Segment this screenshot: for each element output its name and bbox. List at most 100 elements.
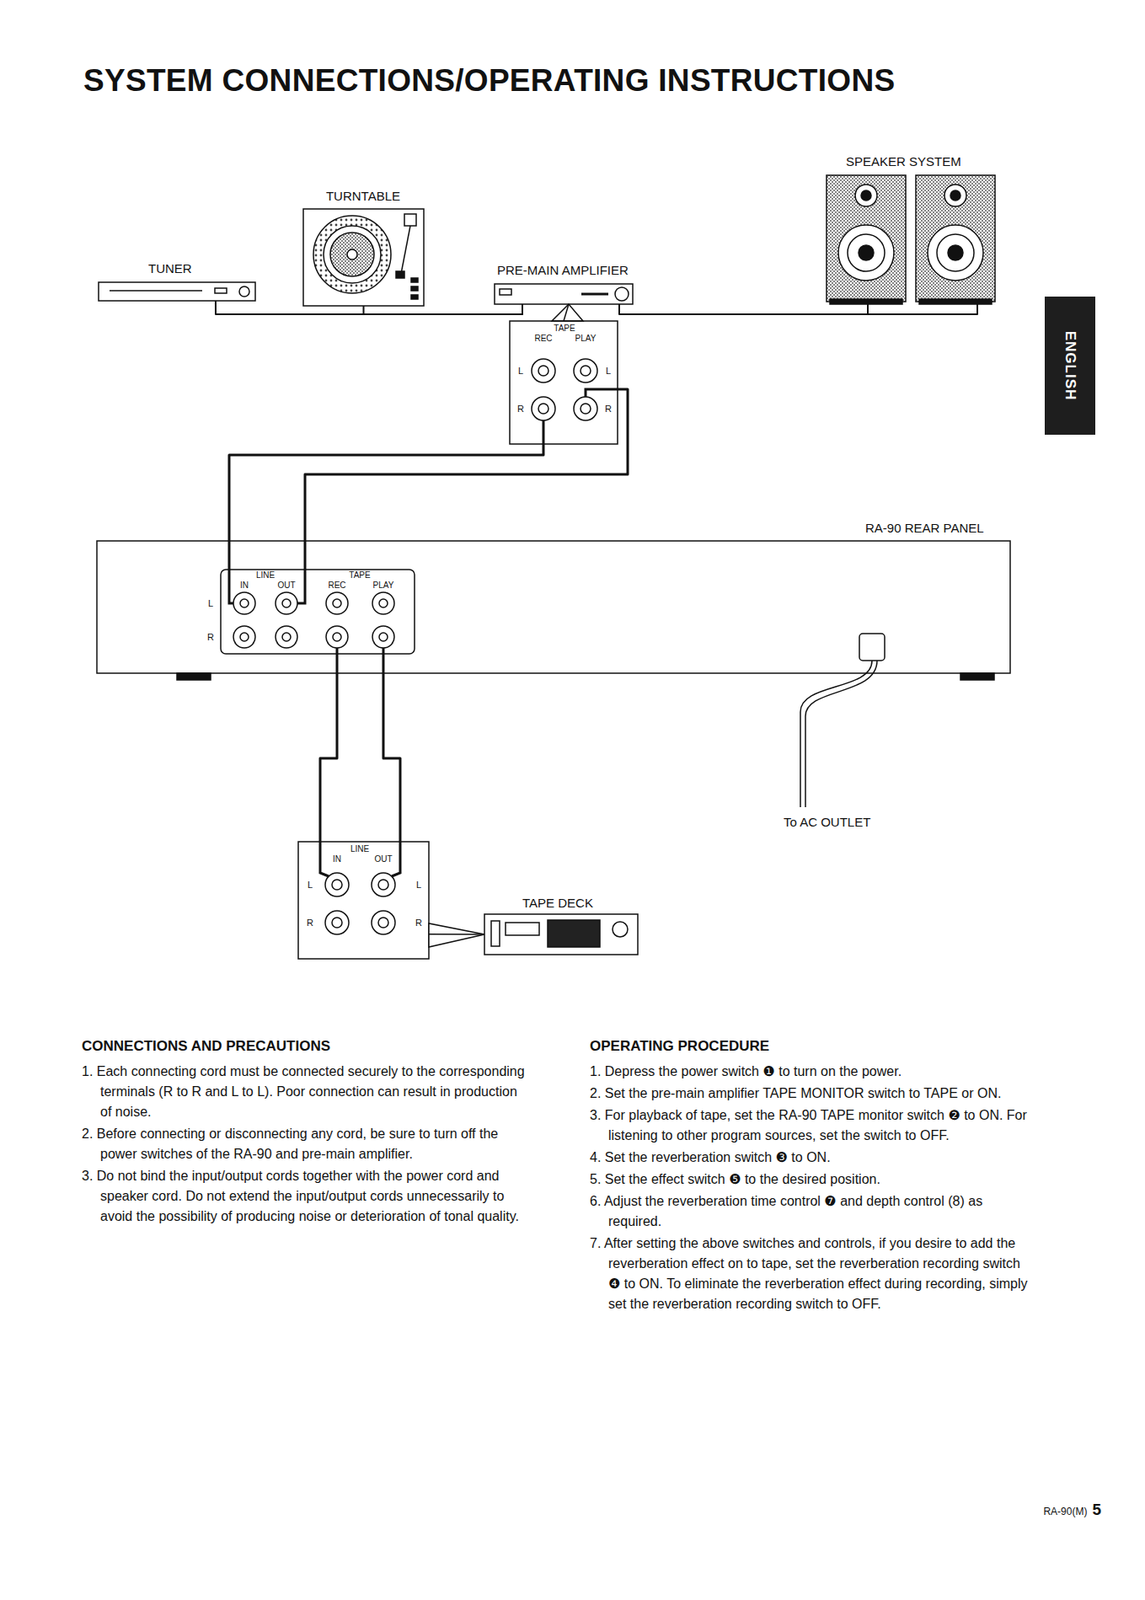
deck-jack-panel [320,841,329,877]
jack-label: IN [240,580,249,590]
amplifier-drawing [551,304,584,322]
list-item: 2. Set the pre-main amplifier TAPE MONIT… [589,1083,1028,1104]
ra90-rear-panel [379,632,388,642]
speaker-drawing [858,245,874,261]
power-cord [800,633,885,808]
turntable-drawing [395,271,405,279]
amp-jack-panel [538,403,549,414]
speaker-drawing [936,234,974,272]
deck-jack-panel [428,923,485,948]
amp-jack-panel [580,365,591,376]
speaker-drawing [927,224,984,281]
section-heading: OPERATING PROCEDURE [589,1036,1028,1057]
device-box: TURNTABLE [303,208,424,306]
audio-cable [320,653,338,842]
deck-jack-panel [371,872,396,897]
speaker-drawing [919,299,992,305]
turntable-drawing [404,214,417,226]
jack-label: R [604,403,612,414]
connection-line [563,304,569,322]
turntable-drawing [303,208,424,306]
deck-jack-panel [331,879,343,890]
amp-jack-panel [580,403,591,414]
deck-jack-panel [331,917,343,928]
turntable-drawing [411,286,418,291]
deck-jack-panel [378,917,389,928]
jack-label: REC [534,333,552,343]
ra90-rear-panel [282,632,291,642]
turntable-drawing [411,294,418,300]
device-box: TAPERECPLAYLRLR [509,321,618,445]
speaker-drawing [947,245,964,261]
ra90-rear-panel [332,632,342,642]
jack-label: OUT [277,580,295,590]
cord-label: To AC OUTLET [783,815,871,830]
amplifier-drawing [615,287,629,301]
amp-jack-panel [573,358,598,383]
ra90-rear-panel [336,647,339,654]
deck-jack-panel [298,841,485,959]
device-box: LINEINOUTTAPERECPLAYLR [220,569,415,654]
ra90-rear-panel [96,540,1011,674]
deck-jack-panel [371,910,396,935]
tape-deck-drawing [612,921,628,937]
ra90-rear-panel [233,626,256,648]
ra90-rear-panel [220,569,415,654]
speaker-drawing [944,184,967,207]
section-heading: CONNECTIONS AND PRECAUTIONS [81,1036,526,1057]
turntable-drawing [323,225,381,284]
device-label: SPEAKER SYSTEM [845,155,962,170]
speaker-drawing [855,184,878,207]
turntable-drawing [411,278,418,283]
list-item: 7. After setting the above switches and … [589,1233,1028,1315]
amp-jack-panel [531,358,556,383]
tape-deck-drawing [484,914,638,955]
device-box: TUNER [98,282,256,301]
text-column: CONNECTIONS AND PRECAUTIONS 1. Each conne… [81,1036,526,1229]
jack-label: IN [332,854,342,864]
jack-label: L [208,598,214,609]
tuner-drawing [214,288,227,294]
jack-label: TAPE [348,570,370,580]
power-cord [805,660,878,808]
list-item: 4. Set the reverberation switch ❸ to ON. [589,1147,1028,1168]
jack-label: LINE [256,570,275,580]
tuner-drawing [109,289,203,292]
deck-jack-panel [391,841,401,877]
tape-deck-drawing [547,920,600,948]
page-footer: RA-90(M)5 [1037,1501,1102,1520]
jack-label: PLAY [575,333,597,343]
ra90-rear-panel [233,592,256,615]
list-item: 1. Each connecting cord must be connecte… [81,1061,526,1123]
deck-jack-panel [298,841,429,959]
device-label: ENGLISH [1062,331,1079,402]
page-number: 5 [1091,1500,1102,1519]
tape-deck-drawing [484,914,638,955]
jack-label: REC [327,580,346,590]
amp-jack-panel [538,365,549,376]
device-label: TAPE DECK [522,896,594,911]
speaker-drawing [915,175,996,302]
speaker-drawing [829,299,903,305]
speaker-drawing [838,224,894,281]
ra90-rear-panel [372,626,395,648]
turntable-drawing [313,215,391,294]
ra90-rear-panel [960,673,995,680]
device-box: SPEAKER SYSTEM [826,175,996,305]
connection-line [215,300,523,315]
turntable-drawing [347,249,358,260]
deck-jack-panel [378,879,389,890]
jack-label: LINE [350,844,370,854]
amplifier-drawing [499,288,512,295]
tuner-drawing [239,286,250,297]
list-item: 2. Before connecting or disconnecting an… [81,1123,526,1165]
page-title: SYSTEM CONNECTIONS/OPERATING INSTRUCTION… [83,64,895,99]
language-tab: ENGLISH [1044,296,1096,435]
audio-cable [229,444,544,570]
ra90-rear-panel [332,599,342,608]
amp-jack-panel [573,396,598,421]
speaker-drawing [950,190,961,201]
amp-jack-panel [509,321,618,445]
connection-line [428,933,485,936]
